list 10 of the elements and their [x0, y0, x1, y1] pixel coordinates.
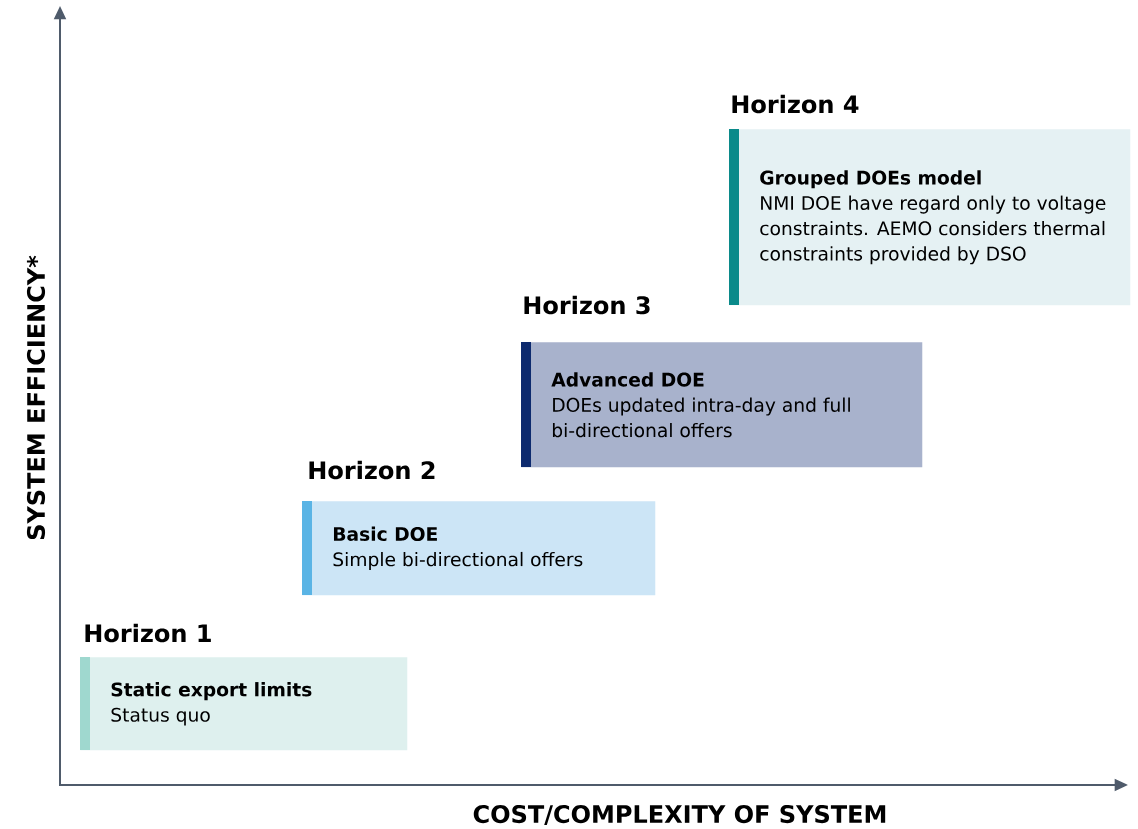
stage-box: Static export limits Status quo [80, 657, 408, 751]
stage-box: Grouped DOEs model NMI DOE have regard only to voltage constraints. AEMO considers thermal constraints provided by DSO [729, 129, 1131, 306]
stage-box: Advanced DOE DOEs updated intra-day and full bi-directional offers [521, 342, 923, 468]
horizon-heading: Horizon 1 [85, 623, 211, 643]
axis-label: COST/COMPLEXITY OF SYSTEM [473, 805, 886, 826]
horizon-heading: Horizon 2 [309, 460, 435, 480]
horizon-heading: Horizon 4 [732, 94, 859, 114]
stage-box: Basic DOE Simple bi-directional offers [302, 501, 656, 596]
axis-label: SYSTEM EFFICIENCY* [26, 255, 46, 540]
horizon-heading: Horizon 3 [524, 295, 650, 315]
